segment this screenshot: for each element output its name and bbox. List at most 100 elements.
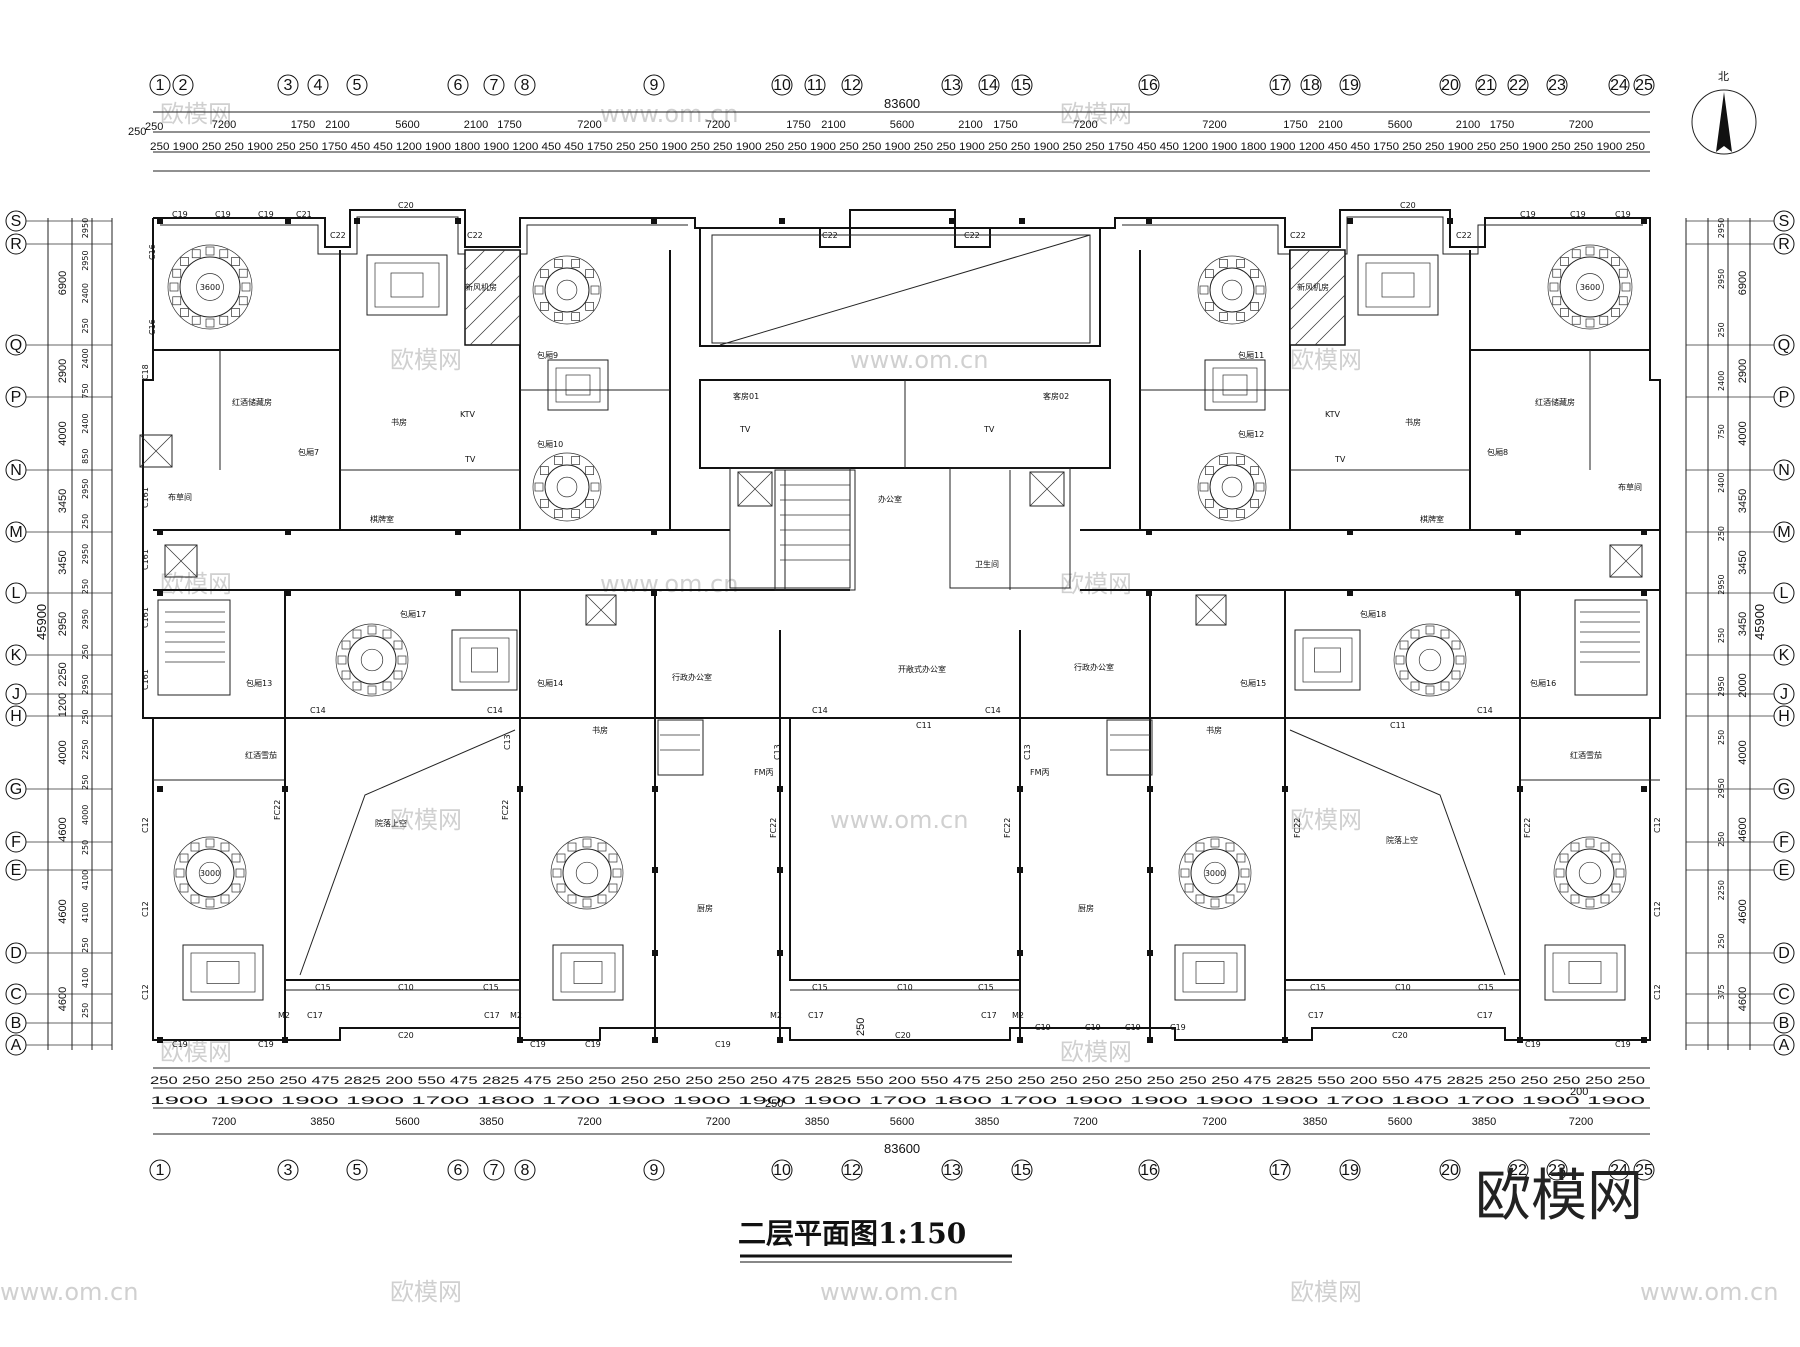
chair xyxy=(553,312,563,321)
column xyxy=(517,786,523,792)
chair xyxy=(590,285,600,295)
column xyxy=(1641,590,1647,596)
chair xyxy=(1451,670,1461,680)
grid-bubble-25: 25 xyxy=(1635,77,1653,94)
dim-label: 2950 xyxy=(81,250,90,270)
chair xyxy=(241,282,251,292)
grid-bubble-K: K xyxy=(11,647,22,664)
svg-text:C14: C14 xyxy=(985,706,1001,715)
sofa-set xyxy=(1174,944,1246,1001)
room-label-b8: 包厢8 xyxy=(1487,447,1508,457)
watermark-layer: 欧模网 www.om.cn 欧模网 欧模网 www.om.cn 欧模网 欧模网 … xyxy=(0,100,1778,1306)
svg-text:C19: C19 xyxy=(1085,1023,1101,1032)
dim-label: 4600 xyxy=(1737,987,1749,1011)
round-dining-table xyxy=(1197,255,1267,325)
grid-bubble-16: 16 xyxy=(1140,77,1158,94)
svg-text:C19: C19 xyxy=(1570,210,1586,219)
chair xyxy=(556,853,566,863)
chair xyxy=(393,670,403,680)
room-label-fresh-air: 新风机房 xyxy=(1297,282,1329,292)
grid-bubble-9: 9 xyxy=(650,1162,659,1179)
svg-text:C19: C19 xyxy=(172,210,188,219)
dim-label: 3850 xyxy=(479,1116,503,1128)
svg-text:C19: C19 xyxy=(215,210,231,219)
chair xyxy=(539,269,549,278)
grid-bubble-20: 20 xyxy=(1441,1162,1459,1179)
chair xyxy=(1549,282,1559,292)
chair xyxy=(571,259,581,268)
room-label-b7: 包厢7 xyxy=(298,447,319,457)
chair xyxy=(585,269,595,278)
chair xyxy=(553,509,563,518)
svg-text:C22: C22 xyxy=(1456,231,1472,240)
brand-watermark: 欧模网 xyxy=(1475,1164,1643,1229)
grid-bubble-D: D xyxy=(1778,945,1790,962)
dim-label: 250 xyxy=(1717,322,1726,337)
room-label-b9: 包厢9 xyxy=(537,350,558,360)
room-label-kitchen: 厨房 xyxy=(1078,903,1094,913)
dim-top-fine: 250 1900 250 250 1900 250 250 1750 450 4… xyxy=(150,141,1645,153)
hatched-area xyxy=(1289,249,1346,346)
drawing-title-block: 二层平面图1:150 欧模网 xyxy=(738,1164,1643,1263)
svg-text:C20: C20 xyxy=(1392,1031,1408,1040)
chair xyxy=(1255,285,1265,295)
stair-right xyxy=(1574,599,1648,696)
grid-bubble-B: B xyxy=(1779,1015,1790,1032)
grid-bubble-9: 9 xyxy=(650,77,659,94)
watermark-url: www.om.cn xyxy=(850,346,988,374)
round-dining-table xyxy=(532,255,602,325)
dim-label: 250 xyxy=(81,840,90,855)
column xyxy=(1017,867,1023,873)
grid-bubble-6: 6 xyxy=(454,77,463,94)
dim-label: 3850 xyxy=(310,1116,334,1128)
svg-text:C13: C13 xyxy=(773,744,782,760)
dim-label: 1750 xyxy=(993,119,1017,131)
chair xyxy=(205,838,215,848)
dim-label: 2250 xyxy=(1717,880,1726,900)
chair xyxy=(1218,509,1228,518)
watermark: 欧模网 xyxy=(160,570,232,598)
grid-bubble-13: 13 xyxy=(943,77,961,94)
chair xyxy=(571,456,581,465)
column xyxy=(1347,529,1353,535)
dim-label: 4600 xyxy=(1737,817,1749,841)
dim-label: 2100 xyxy=(958,119,982,131)
svg-text:C12: C12 xyxy=(1653,817,1662,833)
dim-label: 7200 xyxy=(706,119,730,131)
svg-text:C19: C19 xyxy=(1170,1023,1186,1032)
grid-bubble-1: 1 xyxy=(156,77,165,94)
svg-text:C14: C14 xyxy=(310,706,326,715)
tv-label: TV xyxy=(1334,455,1346,464)
chair xyxy=(179,883,189,893)
chair xyxy=(1585,318,1595,328)
column xyxy=(1019,218,1025,224)
column xyxy=(455,590,461,596)
chair xyxy=(1204,466,1214,475)
dim-label: 375 xyxy=(1717,984,1726,999)
grid-bubble-P: P xyxy=(1779,389,1790,406)
grid-bubble-L: L xyxy=(1780,585,1789,602)
chair xyxy=(1250,499,1260,508)
grid-bubble-L: L xyxy=(12,585,21,602)
column xyxy=(1517,786,1523,792)
dim-label: 2950 xyxy=(1717,676,1726,696)
svg-text:C14: C14 xyxy=(1477,706,1493,715)
column xyxy=(652,1037,658,1043)
sofa-set xyxy=(182,944,264,1001)
chair xyxy=(1184,883,1194,893)
sofa-set xyxy=(366,254,448,316)
room-label-ktv: KTV xyxy=(1325,410,1341,419)
grid-bubble-B: B xyxy=(11,1015,22,1032)
chair xyxy=(1560,308,1569,317)
dim-bottom-total: 83600 xyxy=(884,1141,920,1156)
grid-bubble-3: 3 xyxy=(284,77,293,94)
dim-label: 2950 xyxy=(81,674,90,694)
sofa-set xyxy=(547,359,609,411)
chair xyxy=(172,268,182,278)
chair xyxy=(220,894,230,904)
svg-text:C10: C10 xyxy=(1395,983,1411,992)
column xyxy=(1641,786,1647,792)
chair xyxy=(1180,868,1190,878)
column xyxy=(652,786,658,792)
room-label-admin-office: 行政办公室 xyxy=(1074,662,1114,672)
